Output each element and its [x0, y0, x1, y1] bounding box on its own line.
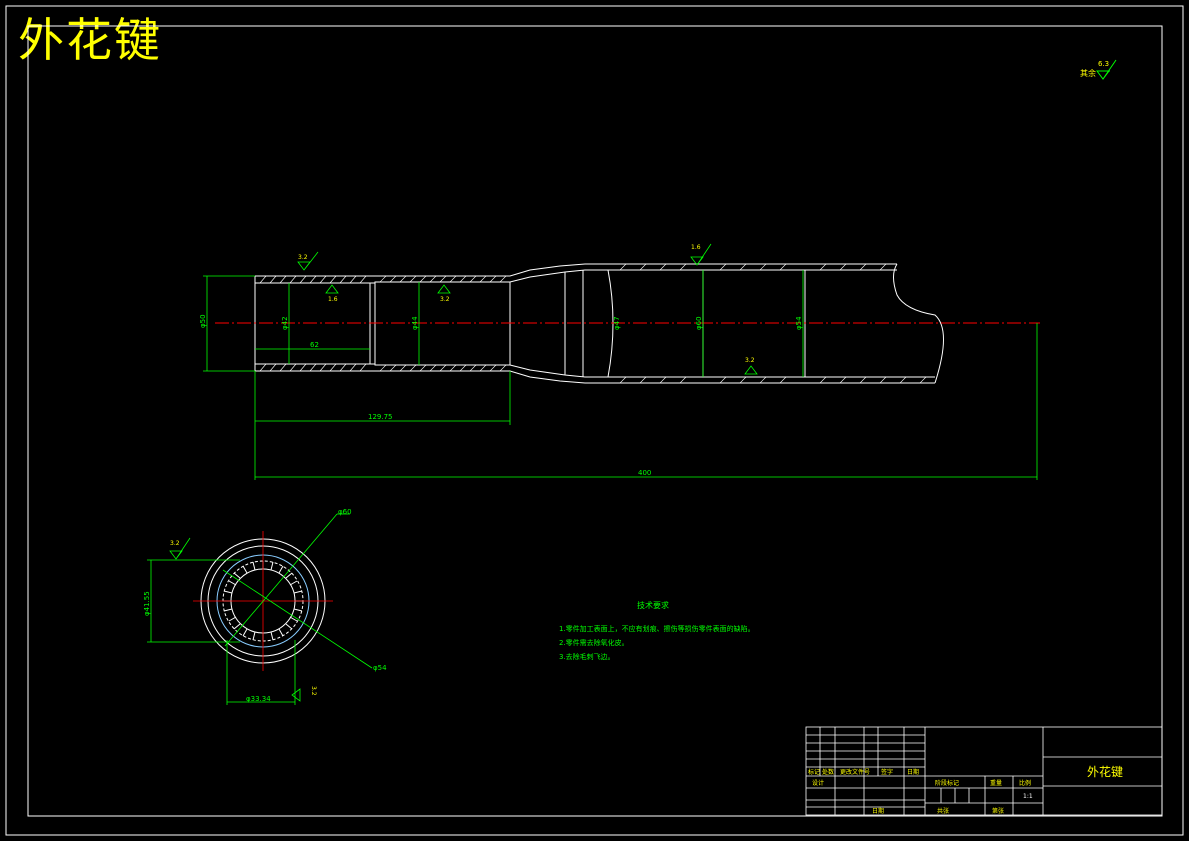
tb-drawing-name: 外花键: [1087, 764, 1123, 779]
dim-len-total: 400: [638, 469, 651, 477]
sec-dim-mid: φ54: [373, 664, 387, 672]
ra-right-outer: 1.6: [691, 244, 701, 251]
sec-dim-height: φ41.55: [143, 591, 151, 616]
dim-left-od: φ50: [199, 314, 207, 328]
dim-right-od: φ60: [695, 316, 703, 330]
tech-req-item-2: 2.零件需去除氧化皮。: [559, 638, 629, 647]
section-dimensions: [147, 513, 373, 705]
dim-len-129: 129.75: [368, 413, 393, 421]
drawing-title: 外花键: [18, 13, 162, 67]
sec-dim-width: φ33.34: [246, 695, 271, 703]
dim-spline-dia: φ47: [613, 316, 621, 330]
dim-right-id: φ54: [795, 316, 803, 330]
dim-len-62: 62: [310, 341, 319, 349]
inner-frame: [27, 25, 1163, 817]
tb-stage: 阶段标记: [935, 779, 959, 787]
ra-section-bottom: 3.2: [310, 686, 317, 696]
ra-left-inner: 1.6: [328, 296, 338, 303]
dim-left-id: φ42: [281, 316, 289, 330]
general-roughness-label: 其余: [1080, 68, 1096, 78]
tech-req-title: 技术要求: [637, 600, 669, 610]
tb-scale-label: 比例: [1019, 779, 1031, 787]
ra-left-outer: 3.2: [298, 254, 308, 261]
tb-weight: 重量: [990, 779, 1002, 787]
tb-sheets: 共张: [937, 807, 949, 815]
sec-dim-outer: φ60: [338, 508, 352, 516]
tb-mark: 标记: [808, 768, 820, 776]
tb-day: 日期: [872, 807, 884, 815]
tb-doc: 更改文件号: [840, 768, 870, 776]
ra-right-lower: 3.2: [745, 357, 755, 364]
outer-frame: [5, 5, 1184, 836]
general-roughness-value: 6.3: [1098, 60, 1109, 68]
dim-mid-id: φ44: [411, 316, 419, 330]
tb-count: 处数: [822, 768, 834, 776]
tech-req-item-3: 3.去除毛刺飞边。: [559, 652, 615, 661]
tb-sheet: 第张: [992, 807, 1004, 815]
wall-hatching: [259, 263, 927, 384]
ra-mid-inner: 3.2: [440, 296, 450, 303]
main-dimensions: [203, 270, 1038, 480]
tech-req-item-1: 1.零件加工表面上，不应有划痕、擦伤等损伤零件表面的缺陷。: [559, 624, 755, 633]
tb-design: 设计: [812, 779, 824, 787]
general-roughness-symbol: [1096, 59, 1117, 80]
ra-section-top: 3.2: [170, 540, 180, 547]
roughness-symbols-main: [297, 243, 758, 375]
tb-sign: 签字: [881, 768, 893, 776]
title-block-lines: [805, 726, 1163, 816]
tb-date: 日期: [907, 768, 919, 776]
tb-scale-value: 1:1: [1023, 793, 1033, 800]
